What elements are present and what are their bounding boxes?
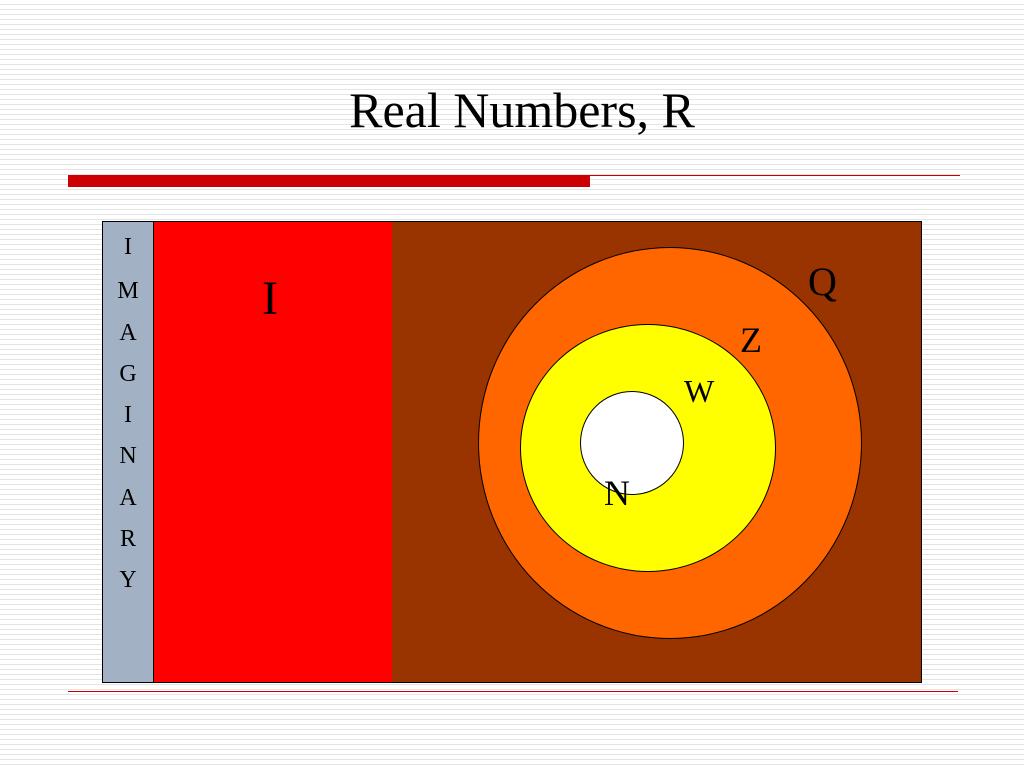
bottom-rule	[68, 691, 958, 692]
imaginary-letter: A	[119, 320, 137, 346]
imaginary-letter: A	[119, 485, 137, 511]
imaginary-letter: I	[124, 234, 132, 260]
title-underline-thin	[590, 175, 960, 176]
imaginary-letter: M	[117, 278, 139, 304]
imaginary-region: I M A G I N A R Y	[102, 221, 154, 683]
rational-label: Q	[808, 259, 837, 304]
integers-label: Z	[740, 320, 762, 360]
title-underline-thick	[68, 175, 590, 187]
natural-numbers-label: N	[604, 473, 630, 513]
slide-title: Real Numbers, R	[349, 82, 695, 138]
imaginary-letter: I	[124, 402, 132, 428]
natural-numbers-circle	[580, 391, 684, 495]
imaginary-letter: Y	[119, 567, 137, 593]
imaginary-letter: R	[119, 526, 136, 552]
imaginary-letter: G	[119, 361, 137, 387]
irrational-region	[154, 221, 392, 683]
whole-numbers-label: W	[684, 373, 715, 409]
irrational-label: I	[262, 272, 278, 325]
imaginary-letter: N	[119, 443, 137, 469]
